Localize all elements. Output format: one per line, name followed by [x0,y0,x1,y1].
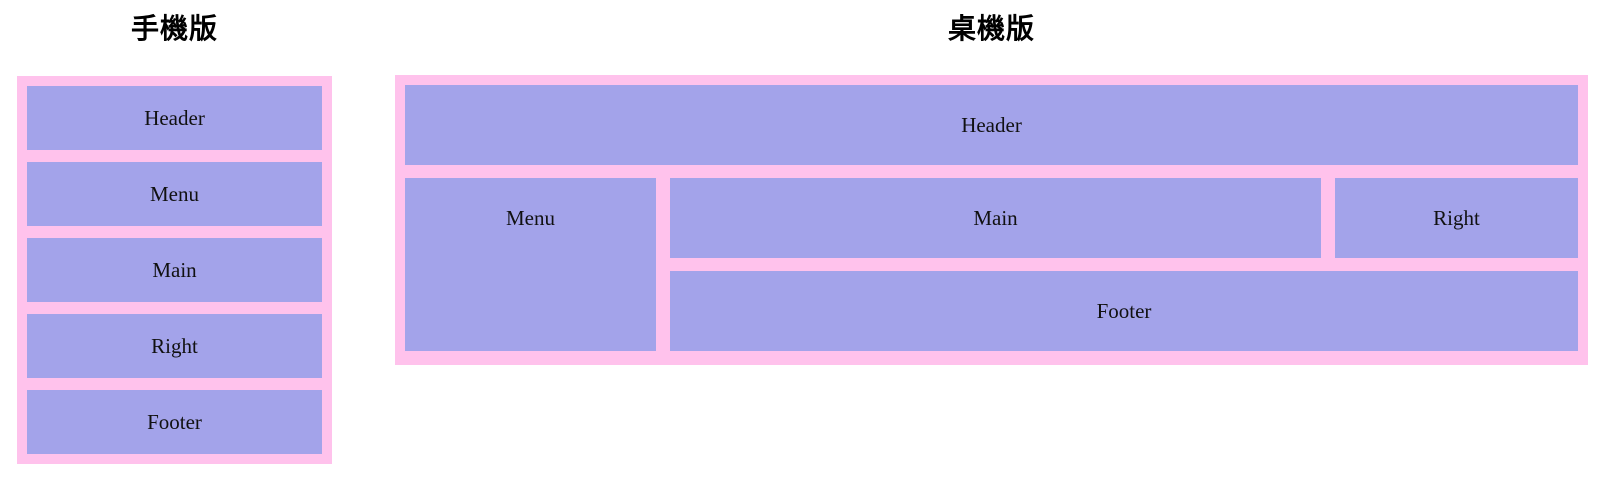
mobile-block-main: Main [27,238,322,302]
desktop-block-footer: Footer [670,271,1578,351]
mobile-block-header: Header [27,86,322,150]
desktop-block-main: Main [670,178,1321,258]
mobile-layout-container: Header Menu Main Right Footer [17,76,332,464]
desktop-block-header: Header [405,85,1578,165]
mobile-block-footer: Footer [27,390,322,454]
desktop-layout-container: Header Menu Main Right Footer [395,75,1588,365]
mobile-block-right: Right [27,314,322,378]
desktop-block-right: Right [1335,178,1578,258]
desktop-layout-title: 桌機版 [947,13,1035,44]
mobile-block-menu: Menu [27,162,322,226]
mobile-layout-title: 手機版 [130,13,218,44]
desktop-block-menu: Menu [405,178,656,351]
